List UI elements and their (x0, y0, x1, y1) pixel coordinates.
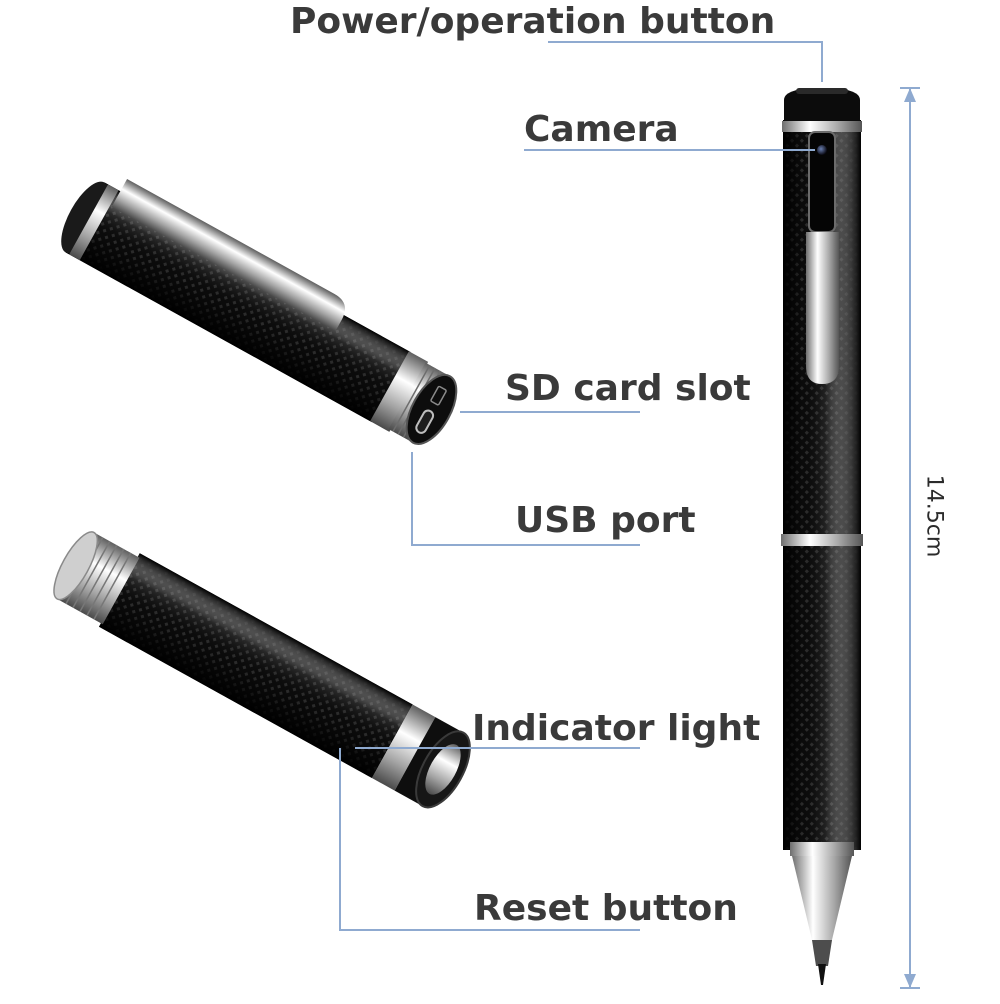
leader-lines (339, 41, 823, 931)
pen-top-chrome-ring (782, 121, 862, 132)
leader-power (548, 41, 823, 82)
length-dimension-label: 14.5cm (921, 474, 947, 558)
pen-middle-chrome-ring (781, 534, 863, 546)
clip (111, 178, 346, 332)
pen-bottom-end-view (61, 178, 458, 445)
reset-button-face (425, 744, 461, 795)
power-button-label: Power/operation button (290, 1, 776, 42)
dimension-arrow-bottom (904, 974, 916, 988)
body-shade (99, 553, 413, 779)
dimension-arrow-top (904, 88, 916, 102)
top-cap (61, 181, 110, 254)
power-button (796, 88, 848, 94)
leader-usb (411, 452, 640, 546)
threaded-end-face (53, 531, 99, 601)
leader-reset (339, 748, 640, 931)
pen-ballpoint (818, 964, 826, 985)
sd-slot-icon (430, 385, 447, 406)
pen-tip-collar (812, 940, 832, 966)
body-shade (65, 182, 411, 423)
chrome-ring (370, 351, 429, 432)
pen-top-end-view (53, 531, 471, 809)
camera-label: Camera (524, 109, 679, 150)
pen-lower-chrome-band (790, 842, 854, 856)
sd-card-slot-label: SD card slot (505, 368, 751, 409)
pen-top-cap (784, 88, 860, 124)
usb-port-label: USB port (515, 500, 696, 541)
usb-c-port-icon (415, 409, 435, 434)
reset-button-label: Reset button (474, 888, 738, 929)
pen-tip-cone (792, 856, 852, 965)
camera-lens-icon (817, 145, 827, 155)
indicator-light-label: Indicator light (472, 708, 761, 749)
cap-chrome-band (69, 184, 119, 261)
pen-clip (806, 232, 839, 384)
pen-full-view (781, 88, 863, 985)
dimension-line (900, 87, 920, 989)
